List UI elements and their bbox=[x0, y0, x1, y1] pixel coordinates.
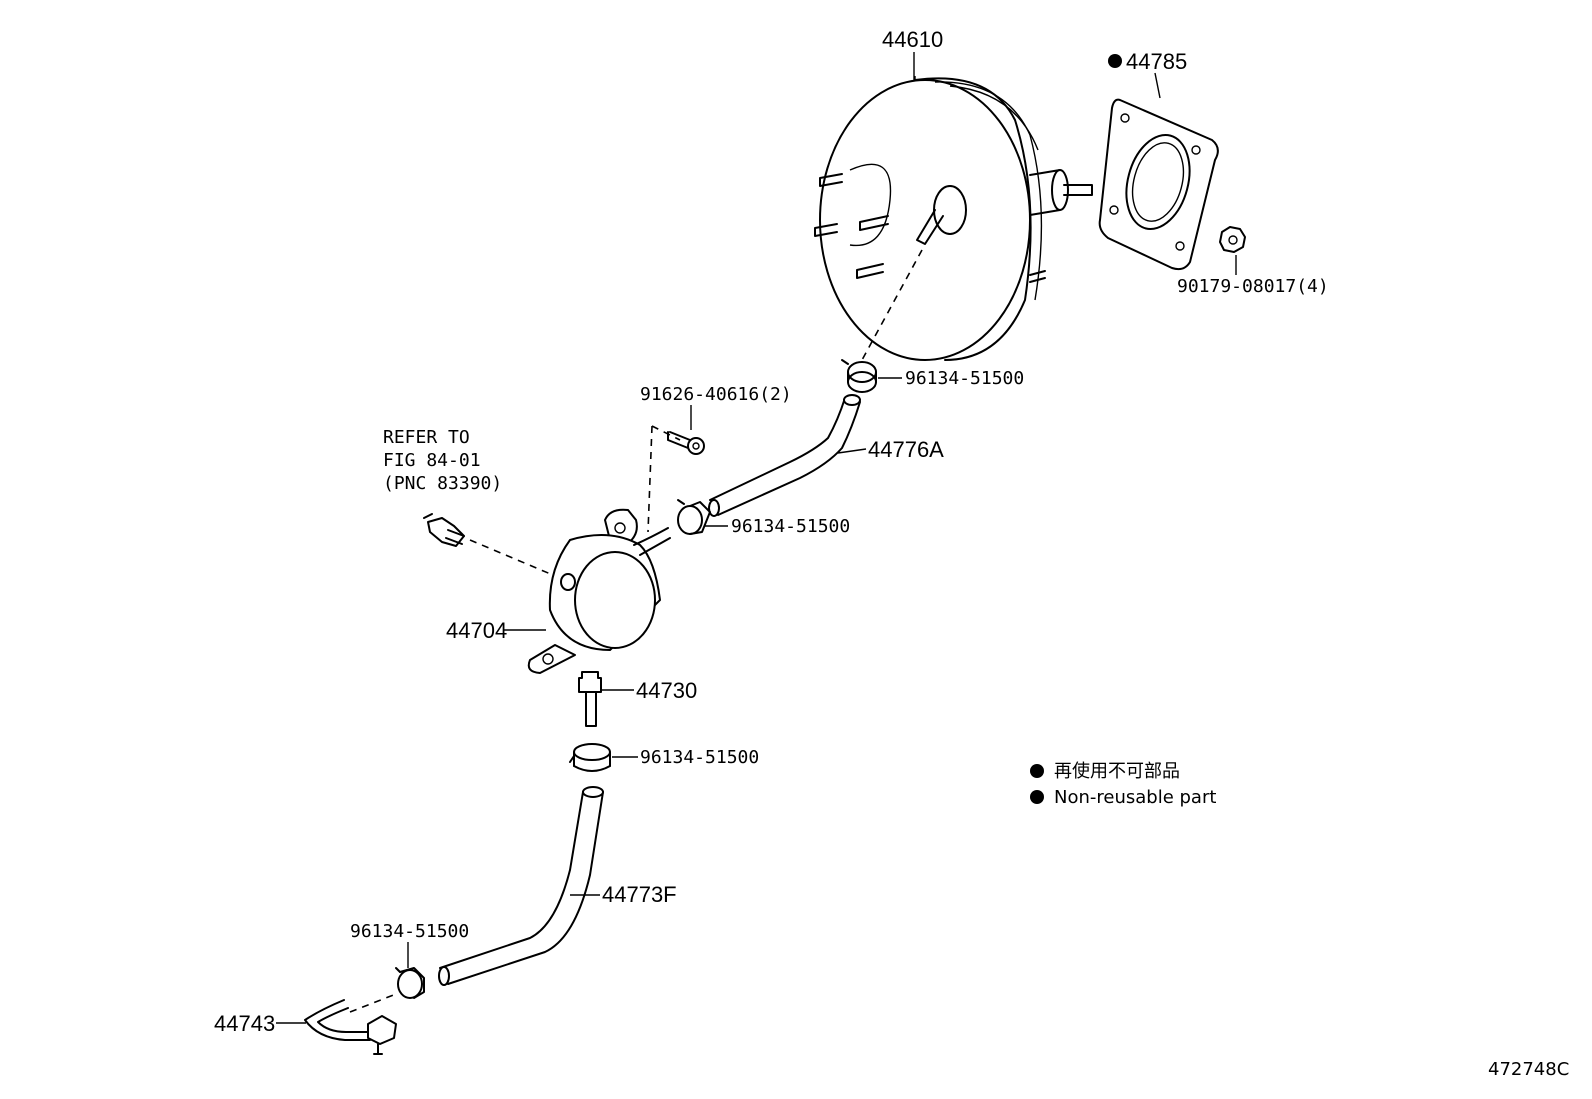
bolt-91626[interactable] bbox=[667, 431, 705, 455]
refer-line-3: (PNC 83390) bbox=[383, 473, 502, 494]
legend-bullet-en bbox=[1030, 790, 1044, 804]
legend-bullet-jp bbox=[1030, 764, 1044, 778]
nut-90179[interactable] bbox=[1219, 226, 1246, 253]
clamp-96134-d[interactable] bbox=[395, 967, 425, 999]
label-44773F: 44773F bbox=[602, 882, 677, 907]
legend: 再使用不可部品 Non-reusable part bbox=[1030, 761, 1216, 808]
refer-line-1: REFER TO bbox=[383, 427, 470, 448]
non-reusable-marker bbox=[1108, 54, 1122, 68]
label-44704: 44704 bbox=[446, 618, 507, 643]
label-96134-a: 96134-51500 bbox=[905, 368, 1024, 389]
clamp-96134-c[interactable] bbox=[569, 743, 611, 772]
refer-line-2: FIG 84-01 bbox=[383, 450, 481, 471]
label-96134-d: 96134-51500 bbox=[350, 921, 469, 942]
vacuum-pump-44704[interactable] bbox=[527, 508, 671, 674]
label-96134-b: 96134-51500 bbox=[731, 516, 850, 537]
pipe-44743[interactable] bbox=[304, 999, 397, 1055]
label-91626: 91626-40616(2) bbox=[640, 384, 792, 405]
label-44785: 44785 bbox=[1126, 49, 1187, 74]
clamp-96134-b[interactable] bbox=[677, 499, 711, 535]
legend-jp: 再使用不可部品 bbox=[1054, 761, 1180, 782]
label-96134-c: 96134-51500 bbox=[640, 747, 759, 768]
check-valve-44730[interactable] bbox=[578, 671, 602, 727]
hose-44776A[interactable] bbox=[708, 394, 861, 517]
clamp-96134-a[interactable] bbox=[841, 359, 877, 393]
label-44776A: 44776A bbox=[868, 437, 944, 462]
hose-44773F[interactable] bbox=[438, 786, 604, 986]
legend-en: Non-reusable part bbox=[1054, 787, 1216, 808]
label-44743: 44743 bbox=[214, 1011, 275, 1036]
gasket-44785[interactable] bbox=[1098, 98, 1219, 271]
vacuum-sensor[interactable] bbox=[423, 513, 465, 547]
label-44610: 44610 bbox=[882, 27, 943, 52]
label-90179: 90179-08017(4) bbox=[1177, 276, 1329, 297]
figure-id: 472748C bbox=[1488, 1059, 1569, 1080]
label-44730: 44730 bbox=[636, 678, 697, 703]
brake-booster-44610[interactable] bbox=[814, 76, 1093, 361]
